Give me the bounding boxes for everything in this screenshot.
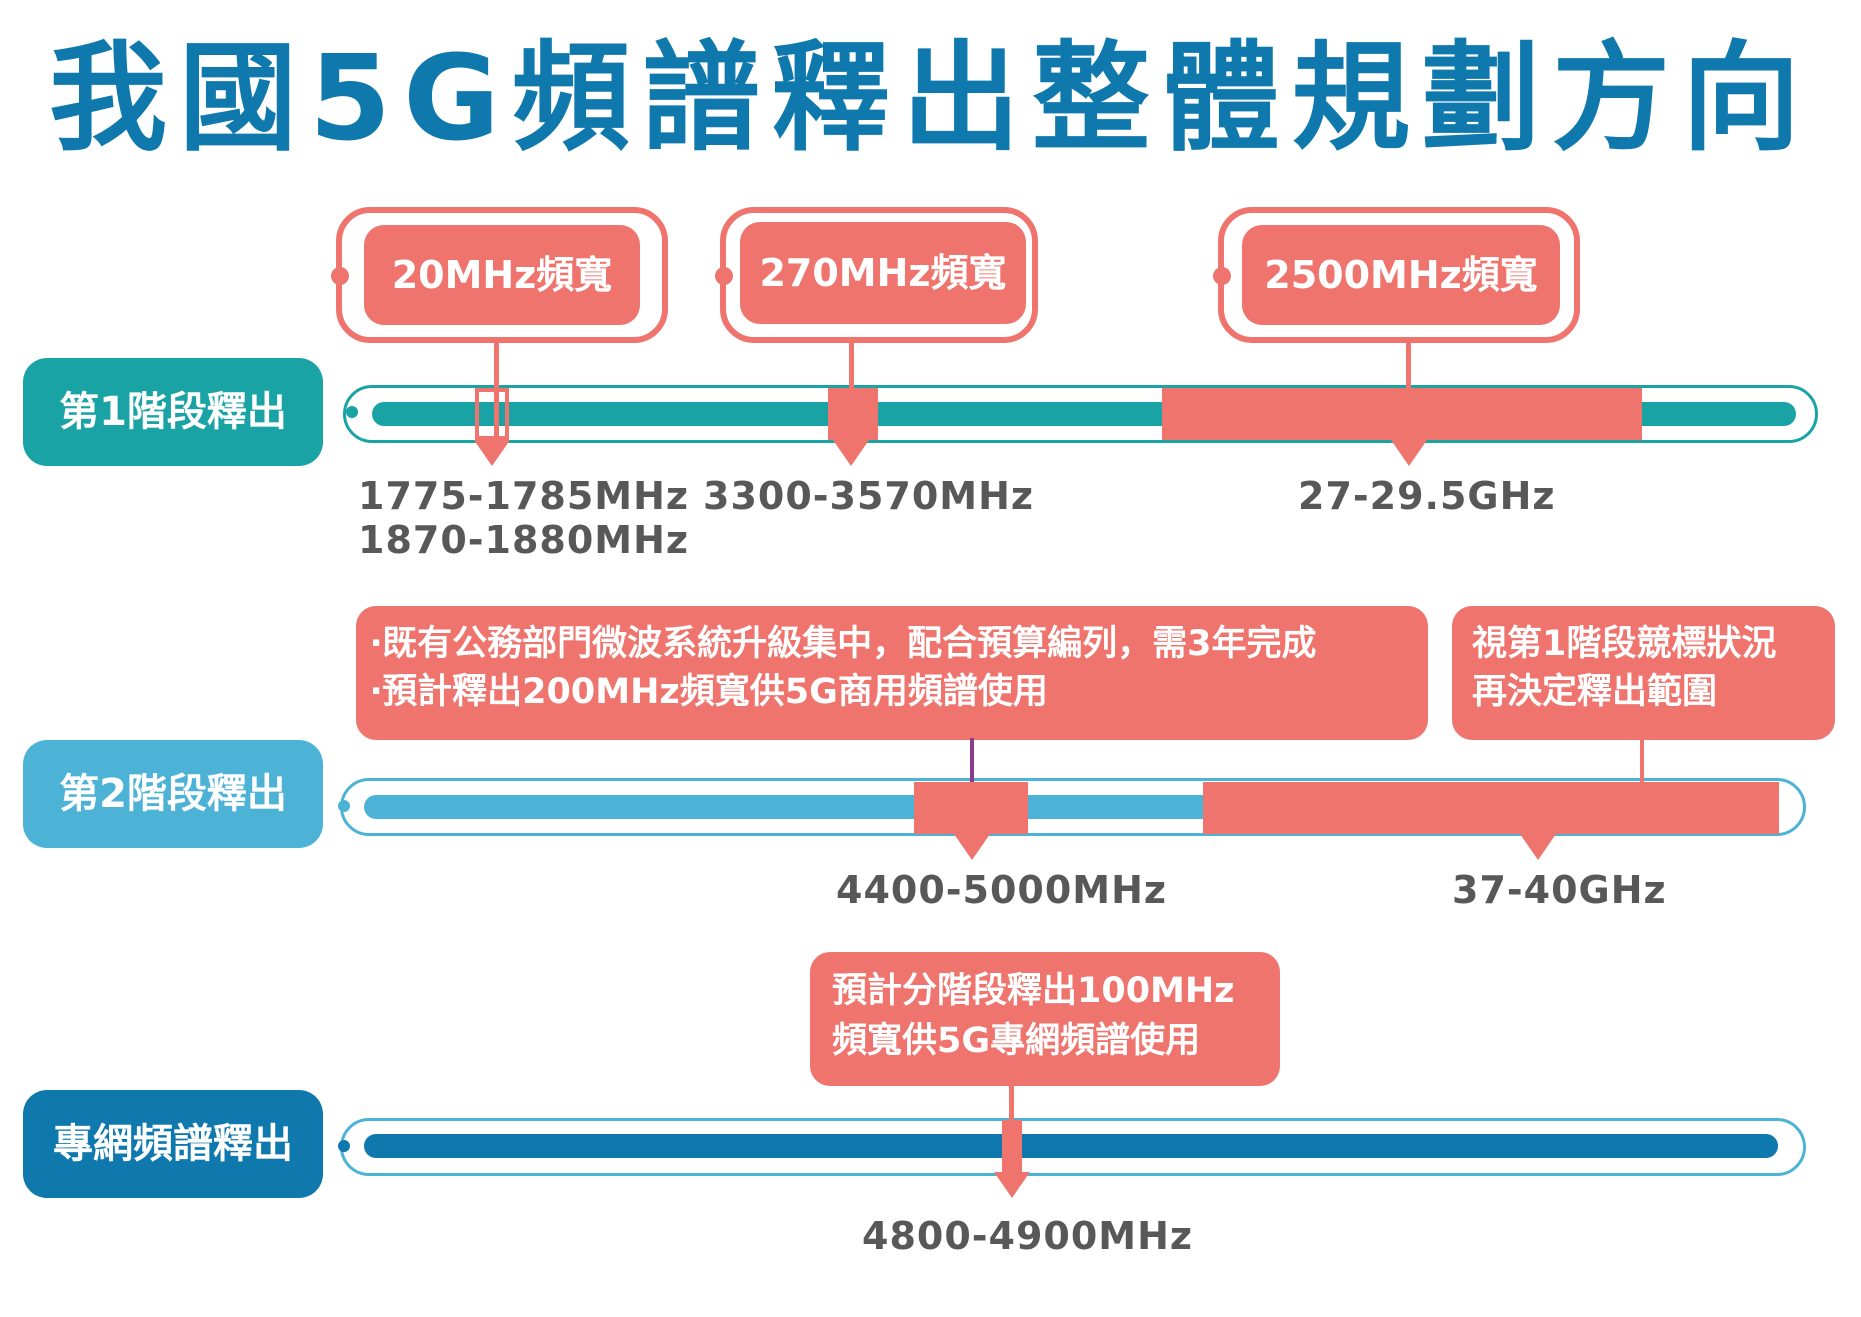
private-network-stem (1009, 1086, 1014, 1122)
private-network-callout-line-2: 頻寬供5G專網頻譜使用 (832, 1021, 1201, 1061)
private-network-label: 專網頻譜釋出 (23, 1090, 323, 1198)
stage1-freq-1775: 1775-1785MHz (358, 474, 690, 518)
stage2-callout-main: ‧既有公務部門微波系統升級集中，配合預算編列，需3年完成 ‧預計釋出200MHz… (356, 606, 1428, 740)
stage1-stem-1 (494, 340, 499, 445)
stage1-stem-2 (849, 340, 854, 390)
stage1-stem-3 (1406, 340, 1411, 390)
stage2-callout-main-line-2: ‧預計釋出200MHz頻寬供5G商用頻譜使用 (370, 672, 1048, 712)
private-network-arrow (994, 1172, 1030, 1198)
stage1-band-27ghz (1162, 388, 1642, 440)
stage2-freq-37ghz: 37-40GHz (1452, 868, 1667, 912)
private-network-track-dot (338, 1140, 350, 1152)
stage1-callout-2500mhz: 2500MHz頻寬 (1242, 225, 1560, 325)
stage2-track-dot (338, 800, 350, 812)
private-network-freq-4800: 4800-4900MHz (862, 1214, 1194, 1258)
stage2-label: 第2階段釋出 (23, 740, 323, 848)
stage2-stem-1 (970, 738, 974, 782)
stage1-callout-270mhz: 270MHz頻寬 (740, 222, 1026, 324)
stage2-stem-2 (1640, 738, 1644, 782)
stage1-callout-2-dot (715, 267, 733, 285)
stage1-band-1775 (475, 388, 509, 440)
stage2-freq-4400: 4400-5000MHz (836, 868, 1168, 912)
stage1-arrow-2 (833, 440, 869, 466)
stage1-label: 第1階段釋出 (23, 358, 323, 466)
private-network-track-bar (364, 1134, 1778, 1158)
stage2-callout-side: 視第1階段競標狀況 再決定釋出範圍 (1452, 606, 1835, 740)
private-network-callout-line-1: 預計分階段釋出100MHz (832, 971, 1235, 1011)
private-network-callout: 預計分階段釋出100MHz 頻寬供5G專網頻譜使用 (810, 952, 1280, 1086)
stage2-callout-side-line-2: 再決定釋出範圍 (1472, 672, 1718, 712)
stage2-callout-main-line-1: ‧既有公務部門微波系統升級集中，配合預算編列，需3年完成 (370, 624, 1317, 664)
stage1-callout-1-dot (331, 267, 349, 285)
stage2-arrow-2 (1520, 834, 1556, 860)
stage2-band-4400 (914, 782, 1028, 834)
stage1-freq-3300: 3300-3570MHz (703, 474, 1035, 518)
stage2-callout-side-line-1: 視第1階段競標狀況 (1472, 624, 1777, 664)
stage1-arrow-3 (1391, 440, 1427, 466)
stage2-arrow-1 (954, 834, 990, 860)
stage1-callout-3-dot (1213, 267, 1231, 285)
stage1-band-3300 (828, 388, 878, 440)
page-title: 我國5G頻譜釋出整體規劃方向 (49, 29, 1812, 167)
stage1-callout-20mhz: 20MHz頻寬 (364, 225, 640, 325)
stage1-freq-27ghz: 27-29.5GHz (1298, 474, 1556, 518)
private-network-band-4800 (1002, 1120, 1022, 1172)
stage1-track-dot (346, 406, 358, 418)
stage2-band-37ghz (1203, 782, 1779, 834)
stage1-freq-1870: 1870-1880MHz (358, 518, 690, 562)
stage1-arrow-1 (474, 440, 510, 466)
